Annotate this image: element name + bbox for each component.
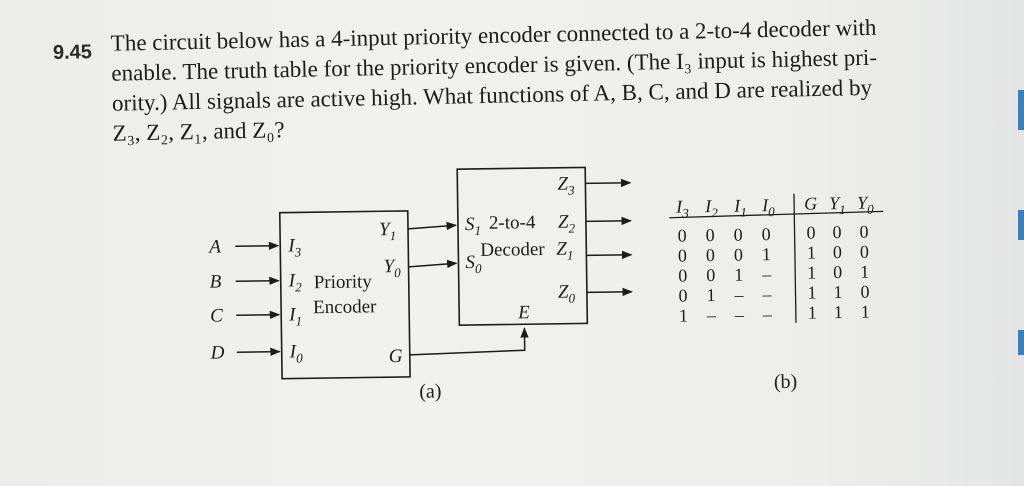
wire-z2	[585, 216, 632, 226]
caption-a: (a)	[419, 380, 442, 402]
wire-b	[235, 276, 280, 286]
table-cell: 0	[806, 222, 815, 242]
decoder-name-2to4: 2-to-4	[489, 212, 536, 234]
table-cell: 1	[807, 242, 816, 262]
table-cell: 0	[832, 222, 841, 242]
table-header-i0: I0	[761, 195, 775, 219]
table-header-y0: Y0	[857, 193, 874, 217]
wire-a	[235, 241, 280, 251]
table-header-y1: Y1	[829, 193, 846, 217]
table-cell: 0	[678, 265, 687, 285]
page-edge-mark	[1018, 210, 1024, 240]
table-row: 0 1 – – 1 1 0	[678, 282, 869, 306]
table-cell: 0	[706, 265, 715, 285]
wire-d	[236, 347, 281, 357]
table-cell: 1	[679, 305, 688, 325]
table-cell: 0	[761, 224, 770, 244]
table-cell: 0	[734, 245, 743, 265]
table-row: 0 0 0 1 1 0 0	[678, 242, 869, 266]
table-cell: –	[706, 305, 717, 325]
decoder-pin-s0: S0	[465, 252, 482, 276]
page-edge-mark	[1018, 330, 1024, 355]
encoder-pin-i3: I3	[287, 235, 302, 259]
table-cell: 1	[807, 262, 816, 282]
table-cell: –	[733, 285, 744, 305]
encoder-pin-i0: I0	[289, 341, 304, 365]
table-cell: 0	[733, 225, 742, 245]
table-cell: 0	[706, 245, 715, 265]
figure-a: A B C D I3 I2 I1 I0 Priority Encoder Y1 …	[207, 166, 633, 403]
priority-encoder-box	[278, 210, 411, 380]
wire-g-e	[409, 327, 529, 356]
wire-z0	[586, 287, 633, 297]
figure-b-truth-table: I3 I2 I1 I0 G Y1 Y0 0 0 0 0 0 0 0 0 0 0 …	[669, 193, 884, 393]
table-header-i3: I3	[675, 196, 689, 220]
decoder-pin-z3: Z3	[557, 174, 575, 198]
table-cell: 1	[861, 302, 870, 322]
table-cell: 0	[833, 262, 842, 282]
table-row: 0 0 1 – 1 0 1	[678, 262, 869, 286]
table-header-rule	[669, 210, 884, 219]
table-cell: 0	[678, 245, 687, 265]
table-cell: 1	[734, 265, 743, 285]
table-cell: 1	[762, 244, 771, 264]
input-label-d: D	[210, 342, 225, 363]
caption-b: (b)	[774, 371, 798, 393]
decoder-pin-e: E	[517, 302, 530, 323]
table-cell: –	[734, 305, 745, 325]
table-cell: 0	[705, 225, 714, 245]
wire-z3	[585, 178, 632, 188]
encoder-pin-y1: Y1	[379, 219, 396, 243]
table-header-i2: I2	[704, 196, 718, 220]
table-cell: 0	[833, 242, 842, 262]
wire-c	[236, 310, 281, 320]
input-label-a: A	[207, 236, 221, 257]
decoder-pin-z1: Z1	[556, 239, 573, 263]
decoder-pin-z0: Z0	[558, 282, 576, 306]
table-cell: 1	[706, 285, 715, 305]
table-cell: 1	[807, 282, 816, 302]
table-column-separator	[793, 193, 797, 323]
table-cell: 1	[860, 262, 869, 282]
encoder-pin-i1: I1	[288, 304, 302, 328]
table-cell: 1	[834, 302, 843, 322]
table-header-i1: I1	[733, 196, 747, 220]
table-header-g: G	[804, 193, 817, 213]
decoder-pin-z2: Z2	[558, 212, 576, 236]
table-cell: 1	[808, 302, 817, 322]
table-row: 0 0 0 0 0 0 0	[677, 222, 868, 246]
decoder-pin-s1: S1	[465, 214, 481, 238]
input-label-c: C	[210, 305, 223, 326]
decoder-box	[456, 166, 589, 326]
encoder-name-encoder: Encoder	[313, 296, 377, 318]
decoder-name-decoder: Decoder	[480, 239, 545, 261]
table-cell: –	[762, 304, 773, 324]
page-edge-mark	[1018, 90, 1024, 130]
encoder-pin-i2: I2	[288, 270, 303, 294]
encoder-name-priority: Priority	[314, 271, 373, 293]
table-cell: 1	[833, 282, 842, 302]
encoder-pin-y0: Y0	[383, 256, 401, 280]
input-label-b: B	[210, 271, 222, 292]
wire-y0-s0	[408, 259, 458, 269]
table-cell: 0	[678, 285, 687, 305]
table-cell: 0	[677, 225, 686, 245]
table-cell: –	[761, 284, 772, 304]
table-cell: –	[761, 264, 772, 284]
wire-z1	[586, 250, 633, 260]
table-cell: 0	[859, 222, 868, 242]
table-cell: 0	[860, 282, 869, 302]
encoder-pin-g: G	[389, 346, 403, 367]
table-cell: 0	[860, 242, 869, 262]
table-row: 1 – – – 1 1 1	[679, 302, 870, 326]
wire-y1-s1	[407, 221, 458, 231]
